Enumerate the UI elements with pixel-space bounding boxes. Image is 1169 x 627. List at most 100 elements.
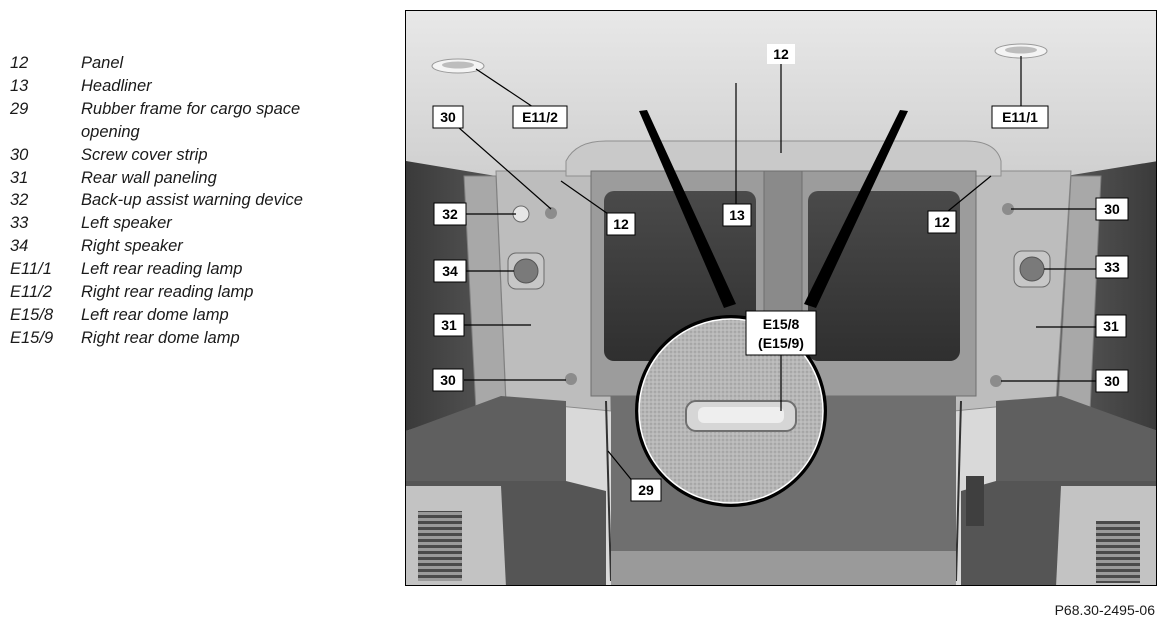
legend-item: 30 Screw cover strip <box>10 144 390 167</box>
magnifier-pointer <box>804 110 908 308</box>
callout-box <box>433 313 465 337</box>
callout-label: 30 <box>440 372 456 388</box>
callout-label: E15/8 <box>763 316 800 332</box>
callout-label: 13 <box>729 207 745 223</box>
magnifier-pointer <box>639 110 736 308</box>
figure-reference-code: P68.30-2495-06 <box>1054 602 1155 618</box>
legend-code: 33 <box>10 214 29 233</box>
callout-label: 30 <box>1104 201 1120 217</box>
leader-line <box>475 68 540 112</box>
legend-item: E11/1 Left rear reading lamp <box>10 258 390 281</box>
callout-label: 31 <box>441 317 457 333</box>
legend-code: 13 <box>10 76 29 95</box>
callout-box <box>767 44 795 64</box>
callout-box <box>745 310 817 356</box>
callout-29: 29 <box>630 478 662 502</box>
legend-desc: Rear wall paneling <box>81 168 217 187</box>
legend-code: 34 <box>10 237 29 256</box>
screw-cover-icon <box>565 373 577 385</box>
leader-line <box>941 175 992 217</box>
leader-line <box>607 450 635 484</box>
callout-30-left-bottom: 30 <box>432 368 464 392</box>
leader-lines <box>457 56 1096 484</box>
callout-label: 30 <box>1104 373 1120 389</box>
legend-desc: Right rear reading lamp <box>81 283 254 302</box>
legend-item: E11/2 Right rear reading lamp <box>10 281 390 304</box>
power-outlet-panel <box>966 476 984 526</box>
legend-desc: Left speaker <box>81 214 172 233</box>
callout-box <box>630 478 662 502</box>
lamp-lens <box>442 61 474 69</box>
legend-code: E15/9 <box>10 328 54 347</box>
callout-box <box>927 210 957 234</box>
legend-item: 12 Panel <box>10 52 390 75</box>
callout-label: E11/2 <box>522 109 558 125</box>
legend-item: 31 Rear wall paneling <box>10 167 390 190</box>
legend-code: 31 <box>10 168 29 187</box>
callout-box <box>512 105 568 129</box>
speaker-cone <box>1019 256 1045 282</box>
callout-label: (E15/9) <box>758 335 804 351</box>
legend-desc: Left rear dome lamp <box>81 305 229 324</box>
legend-desc: Rubber frame for cargo space opening <box>81 99 301 141</box>
left-vent-icon <box>418 511 462 581</box>
callout-box <box>991 105 1049 129</box>
left-wheel-arch-top <box>406 396 566 491</box>
callout-box <box>433 202 467 226</box>
callout-box <box>1095 255 1129 279</box>
legend-code: 30 <box>10 145 29 164</box>
legend-desc: Right rear dome lamp <box>81 328 240 347</box>
legend-item: 29 Rubber frame for cargo space opening <box>10 98 390 144</box>
callout-box <box>606 212 636 236</box>
legend-desc: Panel <box>81 54 124 72</box>
screw-cover-icon <box>990 375 1002 387</box>
callout-label: E11/1 <box>1002 109 1038 125</box>
callout-31-right: 31 <box>1095 314 1127 338</box>
callout-30-right-top: 30 <box>1095 197 1129 221</box>
callout-e11-1: E11/1 <box>991 105 1049 129</box>
legend-code: E11/2 <box>10 283 52 302</box>
dome-lamp-lens <box>698 407 784 423</box>
callout-box <box>433 259 467 283</box>
legend-code: E15/8 <box>10 305 54 324</box>
callout-label: 29 <box>638 482 654 498</box>
callout-33: 33 <box>1095 255 1129 279</box>
legend-desc: Left rear reading lamp <box>81 260 243 279</box>
callout-label: 34 <box>442 263 458 279</box>
legend-desc: Headliner <box>81 76 152 95</box>
rubber-frame-line <box>605 400 612 582</box>
callout-30-right-bottom: 30 <box>1095 369 1129 393</box>
callout-34: 34 <box>433 259 467 283</box>
callout-label: 12 <box>934 214 950 230</box>
cargo-floor <box>611 551 956 585</box>
callout-box <box>1095 369 1129 393</box>
callout-label: 30 <box>440 109 456 125</box>
legend-desc: Right speaker <box>81 237 183 256</box>
right-wheel-arch-top <box>996 396 1156 491</box>
callout-label: 12 <box>613 216 629 232</box>
callout-e11-2: E11/2 <box>512 105 568 129</box>
right-vent-icon <box>1096 521 1140 583</box>
legend-code: E11/1 <box>10 260 52 279</box>
leader-line <box>560 180 612 217</box>
upper-panel <box>565 140 1002 177</box>
legend-desc: Screw cover strip <box>81 145 208 164</box>
callout-31-left: 31 <box>433 313 465 337</box>
callout-32: 32 <box>433 202 467 226</box>
legend-code: 32 <box>10 191 29 210</box>
legend-item: 32 Back-up assist warning device <box>10 189 390 212</box>
callout-box <box>1095 197 1129 221</box>
legend-code: 29 <box>10 99 29 118</box>
callout-e15-8: E15/8 (E15/9) <box>745 310 817 356</box>
screw-cover-icon <box>1002 203 1014 215</box>
callout-label: 12 <box>773 46 789 62</box>
legend-code: 12 <box>10 54 29 72</box>
magnifier-inner-ring <box>638 318 824 504</box>
legend-item: 34 Right speaker <box>10 235 390 258</box>
legend-desc: Back-up assist warning device <box>81 191 303 210</box>
legend-item: 13 Headliner <box>10 75 390 98</box>
callout-13: 13 <box>722 203 752 227</box>
leader-line <box>457 126 552 210</box>
callout-label: 33 <box>1104 259 1120 275</box>
cargo-area-illustration: 12 E11/2 E11/1 30 12 13 12 32 <box>405 10 1157 586</box>
